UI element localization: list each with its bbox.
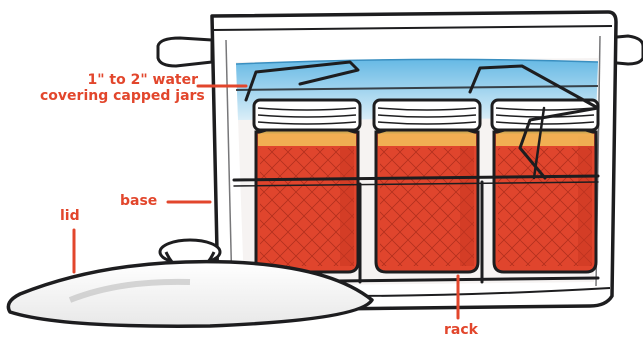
jars xyxy=(254,100,598,272)
water-label-line1: 1" to 2" water xyxy=(40,72,198,88)
left-handle xyxy=(158,38,212,66)
jar xyxy=(374,100,480,272)
base-label: base xyxy=(120,193,157,209)
jar xyxy=(492,100,598,272)
water-label: 1" to 2" water covering capped jars xyxy=(40,72,198,104)
lid-label: lid xyxy=(60,208,80,224)
water-label-line2: covering capped jars xyxy=(40,88,198,104)
rack-label: rack xyxy=(444,322,478,338)
